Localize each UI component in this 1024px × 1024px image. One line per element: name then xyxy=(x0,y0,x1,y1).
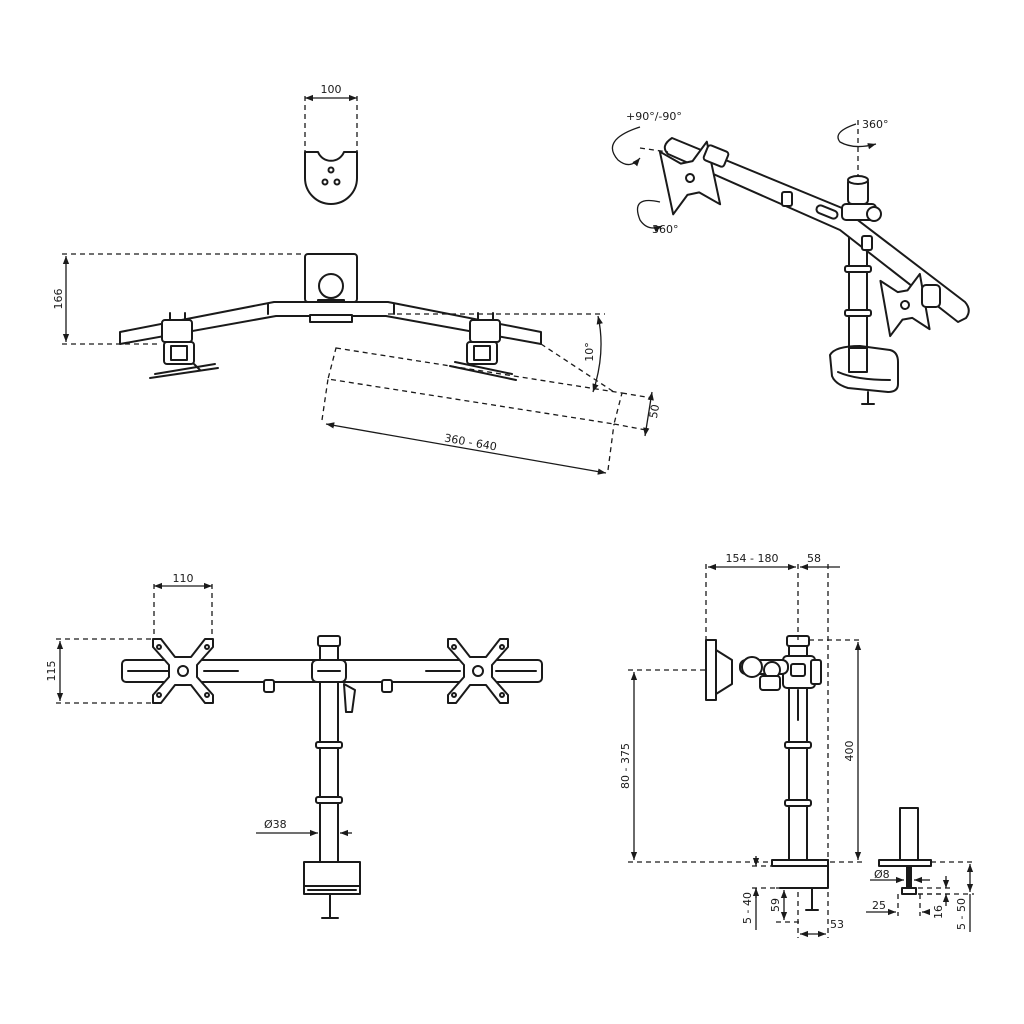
dim-pole-height: 400 xyxy=(843,741,856,762)
front-vesa-right xyxy=(447,638,509,704)
dim-clamp-width: 100 xyxy=(321,83,342,96)
dim-reach: 154 - 180 xyxy=(726,552,779,565)
dim-clamp-depth: 59 xyxy=(769,898,782,912)
dim-clamp-width-side: 53 xyxy=(830,918,844,931)
dim-angle: 10° xyxy=(583,342,596,362)
dim-vesa-height: 115 xyxy=(45,661,58,682)
dim-bolt-offset: 16 xyxy=(932,905,945,919)
dim-vesa-width: 110 xyxy=(173,572,194,585)
grommet-post xyxy=(899,807,919,861)
dim-desk-thickness: 5 - 40 xyxy=(741,892,754,924)
dim-offset: 58 xyxy=(807,552,821,565)
dim-span: 360 - 640 xyxy=(443,432,497,454)
label-rotate-pivot: 360° xyxy=(862,118,889,131)
side-vesa-plate xyxy=(705,639,717,701)
dim-top-height: 166 xyxy=(52,289,65,310)
front-clamp xyxy=(303,861,361,895)
perspective-view: 360° +90°/-90° 360° xyxy=(611,110,970,405)
dim-height-range: 80 - 375 xyxy=(619,743,632,789)
label-tilt: +90°/-90° xyxy=(626,110,682,123)
front-view: 110 115 Ø38 xyxy=(45,572,543,919)
side-view: 154 - 180 58 80 - 375 400 5 - 40 59 53 Ø… xyxy=(619,552,974,938)
persp-vesa-right xyxy=(879,272,931,338)
dim-pole-diameter: Ø38 xyxy=(264,818,287,831)
label-rotate-vesa: 360° xyxy=(652,223,679,236)
top-view: 100 166 10° xyxy=(52,83,662,475)
clamp-plate-top xyxy=(304,151,358,205)
dim-grommet-thickness: 5 - 50 xyxy=(955,898,968,930)
dim-depth: 50 xyxy=(647,403,662,419)
persp-arm-bar xyxy=(663,137,970,323)
dim-bolt-diameter: Ø8 xyxy=(874,868,890,881)
dim-bolt-plate: 25 xyxy=(872,899,886,912)
front-vesa-left xyxy=(152,638,214,704)
